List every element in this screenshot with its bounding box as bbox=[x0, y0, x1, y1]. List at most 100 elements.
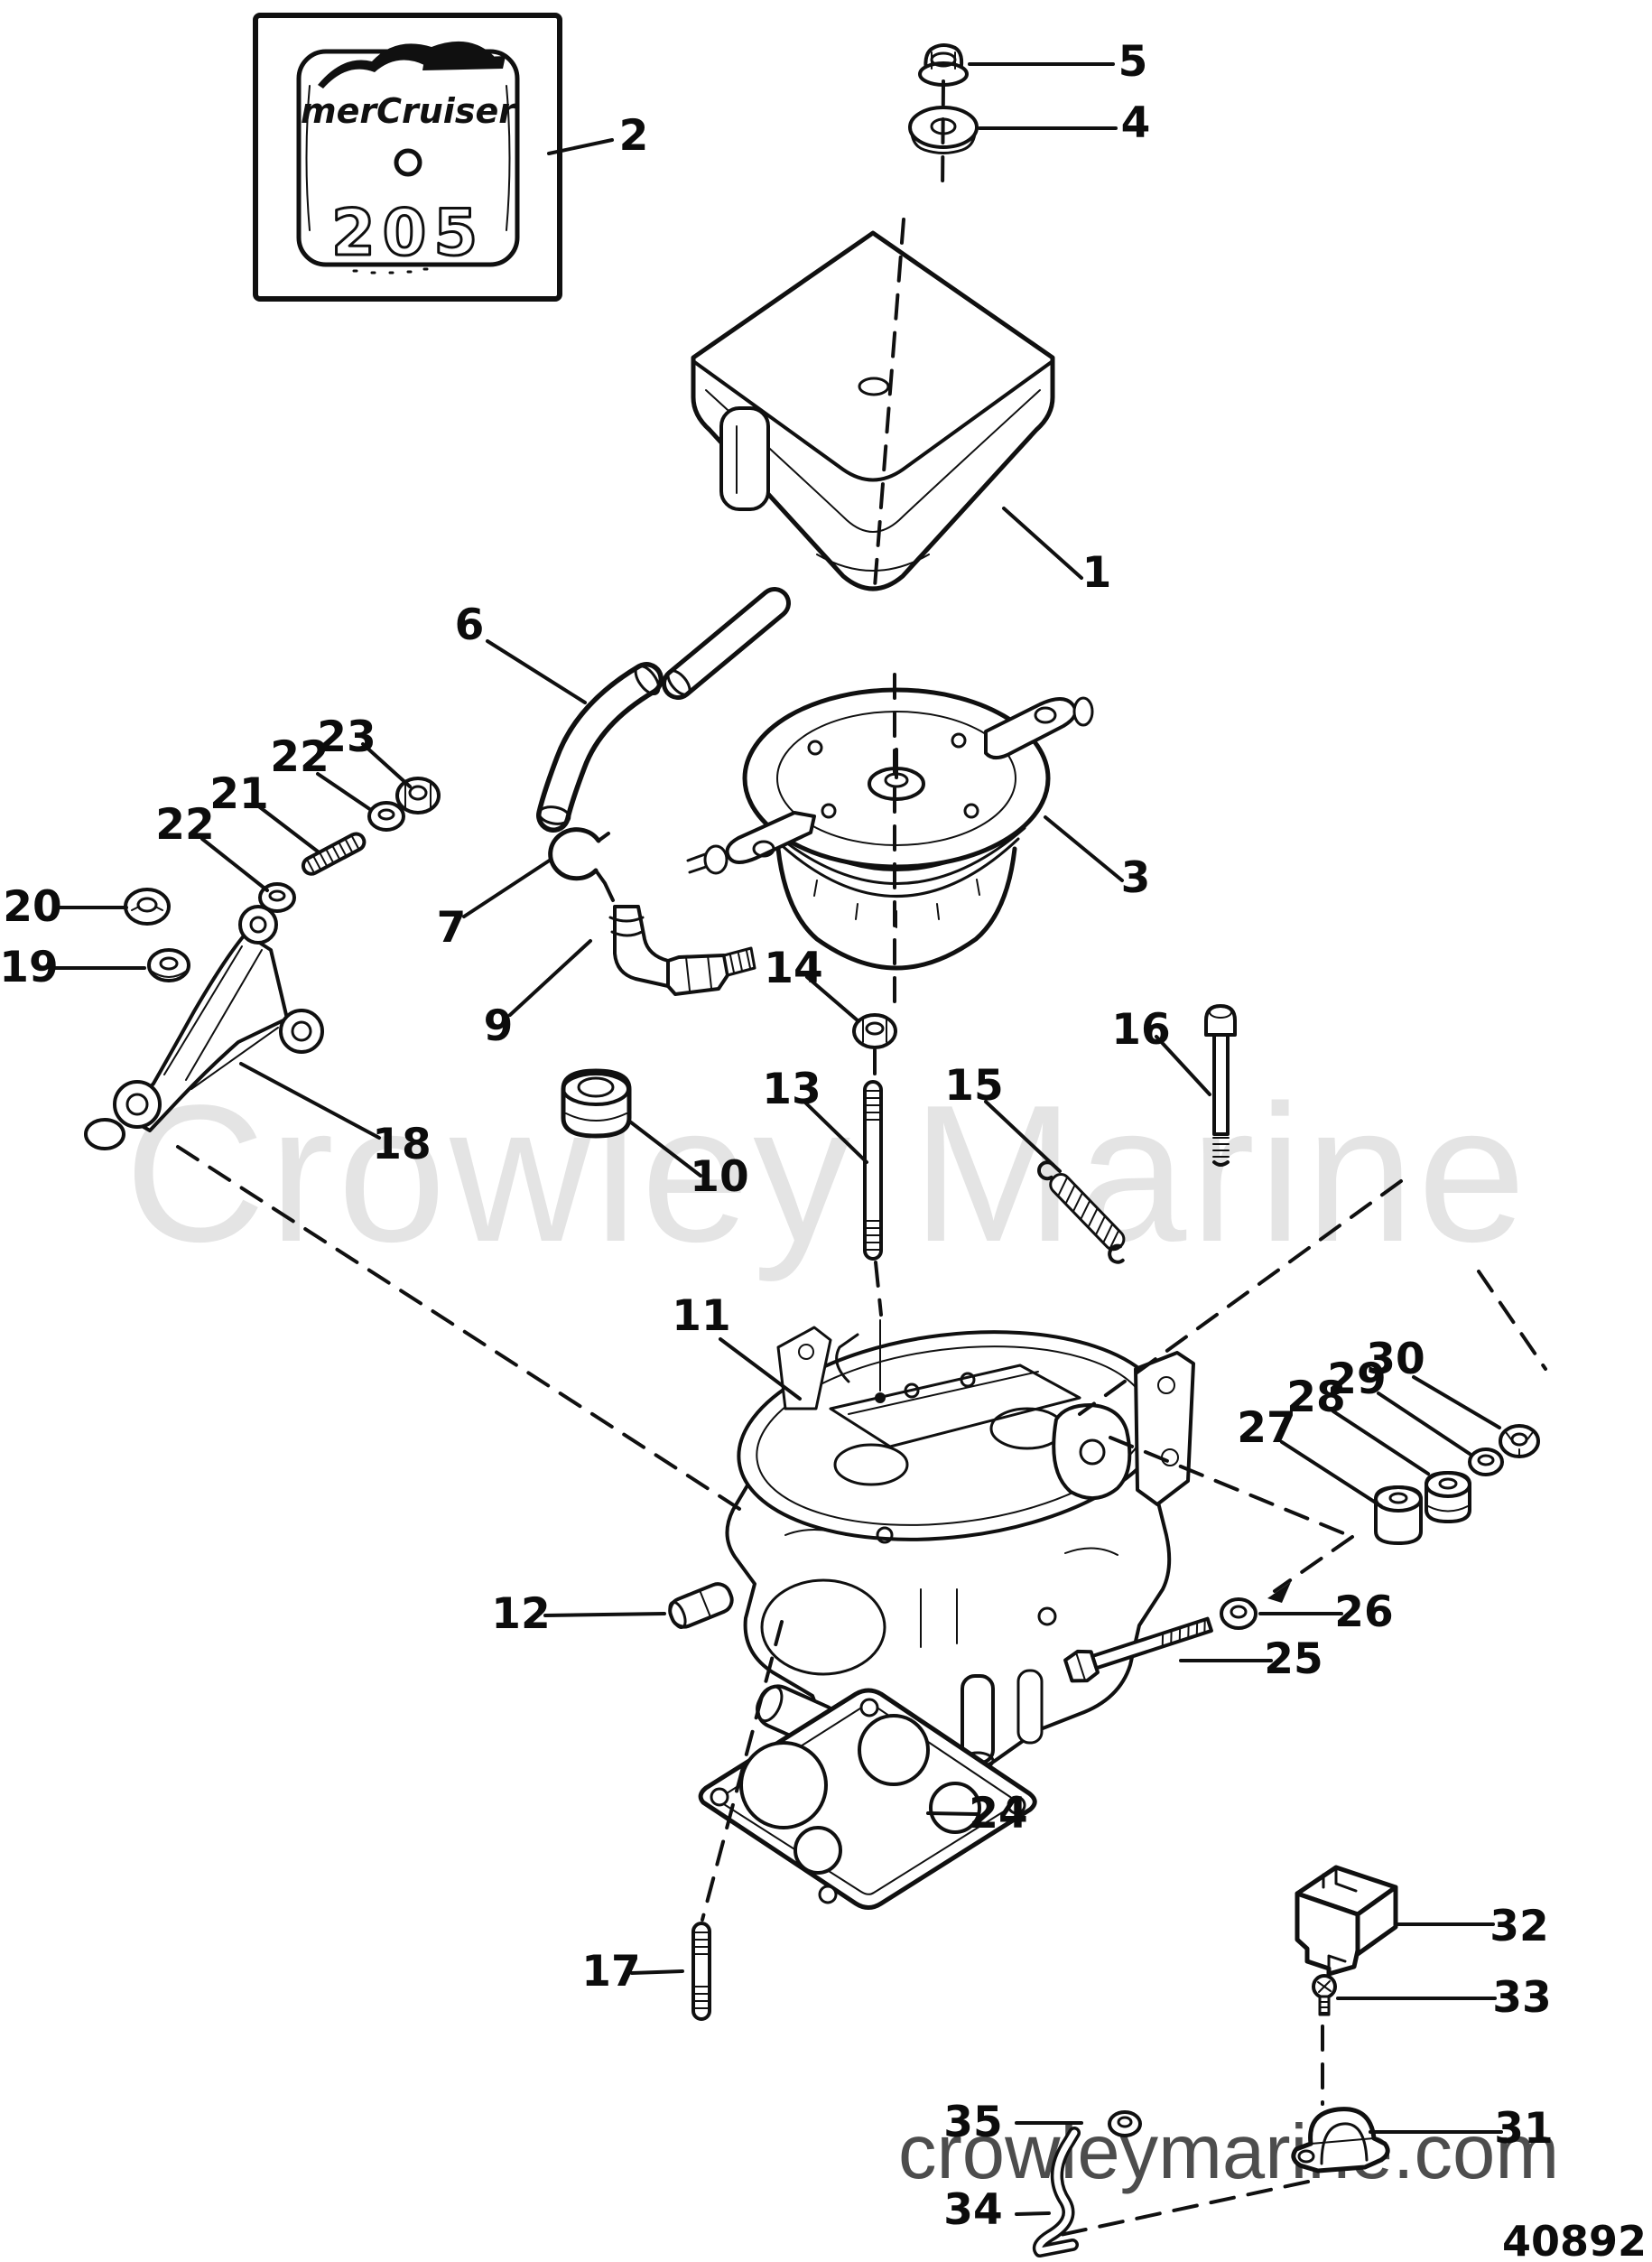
part-25-bolt bbox=[1063, 1616, 1213, 1683]
part-9-elbow-fitting bbox=[608, 905, 756, 996]
leader-11 bbox=[719, 1337, 802, 1401]
wave-logo-icon bbox=[318, 41, 497, 88]
watermark-center: Crowley Marine bbox=[125, 1064, 1529, 1282]
part-35-nut bbox=[1108, 2110, 1142, 2137]
leader-29 bbox=[1377, 1392, 1471, 1456]
callout-32: 32 bbox=[1490, 1902, 1548, 1951]
callout-7: 7 bbox=[437, 903, 467, 953]
leader-22-upper bbox=[316, 772, 373, 812]
part-13-stud bbox=[863, 1080, 883, 1261]
projection-bracket-to-carb bbox=[176, 1145, 751, 1517]
part-10-bushing bbox=[561, 1068, 632, 1139]
projection-to-carb-ear bbox=[1078, 1179, 1403, 1416]
leader-9 bbox=[508, 939, 592, 1017]
leader-7 bbox=[462, 858, 552, 918]
leader-lines bbox=[51, 62, 1503, 2216]
callout-22-lower: 22 bbox=[155, 800, 214, 850]
part-20-nut bbox=[124, 888, 171, 926]
projection-clamp-to-rod bbox=[1054, 2180, 1310, 2238]
carb-mount-ear-hole bbox=[1079, 1438, 1106, 1466]
callout-19: 19 bbox=[0, 943, 59, 992]
part-28-bushing bbox=[1425, 1471, 1471, 1523]
part-31-clamp bbox=[1291, 2107, 1390, 2174]
leader-2 bbox=[547, 138, 614, 155]
leader-17 bbox=[630, 1969, 684, 1975]
callout-35: 35 bbox=[943, 2098, 1002, 2147]
part-11-carburetor bbox=[725, 1319, 1195, 1773]
centerline-gasket-stud17 bbox=[701, 1620, 784, 1922]
projection-hardware-cluster bbox=[1477, 1270, 1547, 1371]
callout-3: 3 bbox=[1121, 853, 1151, 903]
part-14-nut bbox=[852, 1013, 897, 1049]
callout-24: 24 bbox=[969, 1789, 1027, 1838]
leader-22-lower bbox=[200, 837, 269, 892]
decal-model-text: 205 bbox=[331, 196, 485, 270]
callout-17: 17 bbox=[581, 1947, 640, 1997]
part-15-spring bbox=[1037, 1160, 1126, 1264]
callout-34: 34 bbox=[943, 2185, 1002, 2235]
callout-16: 16 bbox=[1111, 1005, 1170, 1055]
callout-9: 9 bbox=[484, 1001, 514, 1051]
leader-21 bbox=[255, 803, 320, 853]
leader-28 bbox=[1332, 1410, 1430, 1475]
callout-5: 5 bbox=[1118, 37, 1148, 87]
part-34-link-rod bbox=[1032, 2127, 1081, 2257]
leader-30 bbox=[1412, 1375, 1501, 1429]
leader-10 bbox=[629, 1121, 702, 1178]
callout-12: 12 bbox=[491, 1589, 550, 1639]
callout-2: 2 bbox=[619, 111, 649, 161]
centerline-stud13 bbox=[874, 1261, 883, 1317]
part-33-screw bbox=[1312, 1974, 1337, 2016]
part-5-nut bbox=[918, 43, 969, 87]
part-12-plug bbox=[668, 1582, 734, 1630]
leader-18 bbox=[239, 1062, 381, 1140]
callout-11: 11 bbox=[672, 1291, 730, 1341]
part-30-locknut bbox=[1499, 1424, 1540, 1458]
leader-24 bbox=[926, 1811, 979, 1816]
callout-20: 20 bbox=[3, 882, 61, 932]
callout-6: 6 bbox=[455, 600, 485, 650]
callout-18: 18 bbox=[372, 1120, 431, 1169]
part-21-stud bbox=[301, 832, 367, 876]
part-24-gasket bbox=[698, 1688, 1037, 1910]
callout-29: 29 bbox=[1327, 1354, 1386, 1404]
part-32-block bbox=[1295, 1865, 1398, 1977]
leader-13 bbox=[803, 1100, 868, 1164]
projection-arrowhead bbox=[1267, 1582, 1291, 1603]
projection-bolt-return bbox=[1273, 1535, 1354, 1593]
callout-10: 10 bbox=[690, 1152, 748, 1202]
part-27-spacer bbox=[1374, 1485, 1423, 1545]
assembly-centerlines bbox=[176, 79, 1547, 2238]
part-2-decal-plate: merCruiser 205 bbox=[253, 13, 562, 302]
leader-34 bbox=[1015, 2211, 1051, 2216]
leader-15 bbox=[984, 1100, 1062, 1173]
callout-27: 27 bbox=[1237, 1403, 1295, 1453]
leader-3 bbox=[1044, 815, 1124, 882]
leader-6 bbox=[486, 639, 587, 704]
leader-12 bbox=[543, 1612, 666, 1617]
callout-26: 26 bbox=[1334, 1587, 1393, 1637]
leader-27 bbox=[1280, 1440, 1383, 1508]
part-23-nut bbox=[395, 777, 441, 815]
callout-1: 1 bbox=[1082, 548, 1112, 598]
cover-stud-hole bbox=[858, 377, 890, 396]
centerline-top bbox=[941, 79, 945, 194]
part-19-washer bbox=[147, 948, 190, 982]
part-1-cover bbox=[691, 230, 1055, 591]
part-6-hose bbox=[536, 587, 791, 833]
callout-28: 28 bbox=[1286, 1373, 1345, 1422]
callout-31: 31 bbox=[1494, 2104, 1553, 2154]
centerline-cover bbox=[873, 218, 905, 589]
part-29-washer bbox=[1468, 1447, 1504, 1476]
callout-14: 14 bbox=[764, 944, 822, 993]
part-26-washer bbox=[1220, 1597, 1258, 1630]
part-22-washer-upper bbox=[367, 801, 405, 832]
decal-brand-text: merCruiser bbox=[301, 91, 517, 131]
decal-dot bbox=[394, 148, 422, 177]
leader-14 bbox=[805, 975, 860, 1023]
callout-numbers: 1 2 3 4 5 6 7 9 10 11 12 13 14 15 16 17 … bbox=[0, 37, 1554, 2235]
watermark-bottom: crowleymarine.com bbox=[898, 2109, 1559, 2195]
part-3-flame-arrestor bbox=[686, 687, 1094, 971]
